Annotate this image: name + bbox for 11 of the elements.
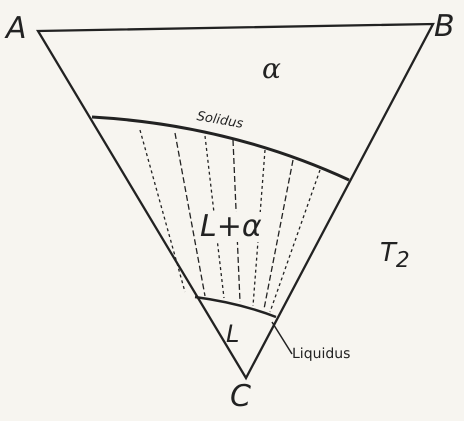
liquidus-curve bbox=[194, 296, 276, 318]
curve-label: Solidus bbox=[196, 110, 244, 131]
corner-label: A bbox=[6, 14, 27, 44]
corner-label: C bbox=[230, 382, 251, 412]
phase-label: L bbox=[226, 322, 240, 346]
temperature-label: T$_{2}$ bbox=[380, 240, 410, 272]
leader-line bbox=[271, 322, 293, 354]
curve-label: Liquidus bbox=[292, 347, 350, 361]
corner-label: B bbox=[434, 12, 455, 42]
phase-label: α bbox=[262, 55, 281, 83]
phase-label: L+α bbox=[198, 212, 264, 242]
